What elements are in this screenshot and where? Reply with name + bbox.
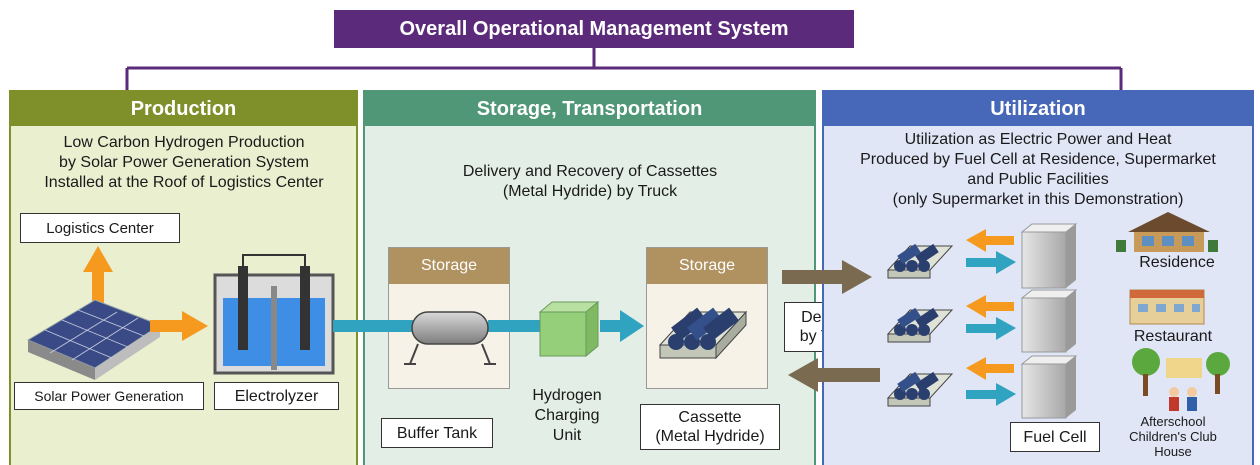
buffer-tank-label: Buffer Tank <box>381 418 493 448</box>
utilization-desc-line: Produced by Fuel Cell at Residence, Supe… <box>860 151 1216 168</box>
storage-description: Delivery and Recovery of Cassettes (Meta… <box>410 162 770 202</box>
afterschool-label-line: Afterschool <box>1140 414 1206 429</box>
restaurant-label: Restaurant <box>1133 328 1213 345</box>
charging-label-line: Charging <box>534 407 600 424</box>
utilization-desc-line: (only Supermarket in this Demonstration) <box>892 191 1184 208</box>
utilization-row-residence <box>886 223 1078 289</box>
utilization-row-afterschool <box>886 355 1078 419</box>
electrolyzer-label: Electrolyzer <box>214 382 339 410</box>
charging-label-line: Unit <box>552 427 582 444</box>
utilization-header: Utilization <box>824 92 1252 126</box>
production-desc-line: Installed at the Roof of Logistics Cente… <box>44 174 324 191</box>
production-desc-line: by Solar Power Generation System <box>59 154 309 171</box>
production-desc-line: Low Carbon Hydrogen Production <box>63 134 305 151</box>
utilization-desc-line: and Public Facilities <box>967 171 1109 188</box>
cassette-label: Cassette (Metal Hydride) <box>640 404 780 450</box>
utilization-description: Utilization as Electric Power and Heat P… <box>824 130 1252 210</box>
charging-label-line: Hydrogen <box>532 387 602 404</box>
hydrogen-charging-unit-label: Hydrogen Charging Unit <box>522 386 612 446</box>
solar-power-label: Solar Power Generation <box>14 382 204 410</box>
pipe-icon <box>333 320 413 332</box>
right-arrow-icon <box>150 311 208 341</box>
afterschool-label-line: House <box>1154 444 1192 459</box>
production-header: Production <box>11 92 356 126</box>
storage-desc-line: (Metal Hydride) by Truck <box>502 183 678 200</box>
buffer-tank-icon <box>404 311 496 365</box>
afterschool-icon <box>1132 348 1230 411</box>
afterschool-label-line: Children's Club <box>1129 429 1217 444</box>
storage-box-header: Storage <box>389 248 509 284</box>
solar-panel-icon <box>26 299 162 380</box>
restaurant-icon <box>1129 289 1205 325</box>
logistics-center-label: Logistics Center <box>20 213 180 243</box>
recovery-arrow-icon <box>788 358 880 392</box>
cassette-icon <box>886 243 954 279</box>
afterschool-label: Afterschool Children's Club House <box>1118 414 1228 459</box>
utilization-desc-line: Utilization as Electric Power and Heat <box>904 131 1172 148</box>
utilization-row-restaurant <box>886 289 1078 353</box>
cassette-icon <box>658 307 748 360</box>
storage-box-header: Storage <box>647 248 767 284</box>
charging-unit-icon <box>538 300 600 358</box>
storage-header: Storage, Transportation <box>365 92 814 126</box>
cassette-label-line: Cassette <box>678 409 742 426</box>
storage-desc-line: Delivery and Recovery of Cassettes <box>462 163 718 180</box>
fuel-cell-icon <box>1020 223 1078 289</box>
fuel-cell-label: Fuel Cell <box>1010 422 1100 452</box>
cassette-label-line: (Metal Hydride) <box>655 428 765 445</box>
electrolyzer-icon <box>213 254 335 375</box>
production-description: Low Carbon Hydrogen Production by Solar … <box>14 133 354 193</box>
system-title: Overall Operational Management System <box>334 10 854 48</box>
fuel-cell-icon <box>1020 355 1078 419</box>
residence-icon <box>1116 212 1218 252</box>
cassette-icon <box>886 307 954 343</box>
residence-label: Residence <box>1139 254 1215 271</box>
right-arrow-icon <box>600 310 644 342</box>
up-arrow-icon <box>83 246 113 304</box>
fuel-cell-icon <box>1020 289 1078 353</box>
delivery-arrow-icon <box>782 260 872 294</box>
cassette-icon <box>886 371 954 407</box>
